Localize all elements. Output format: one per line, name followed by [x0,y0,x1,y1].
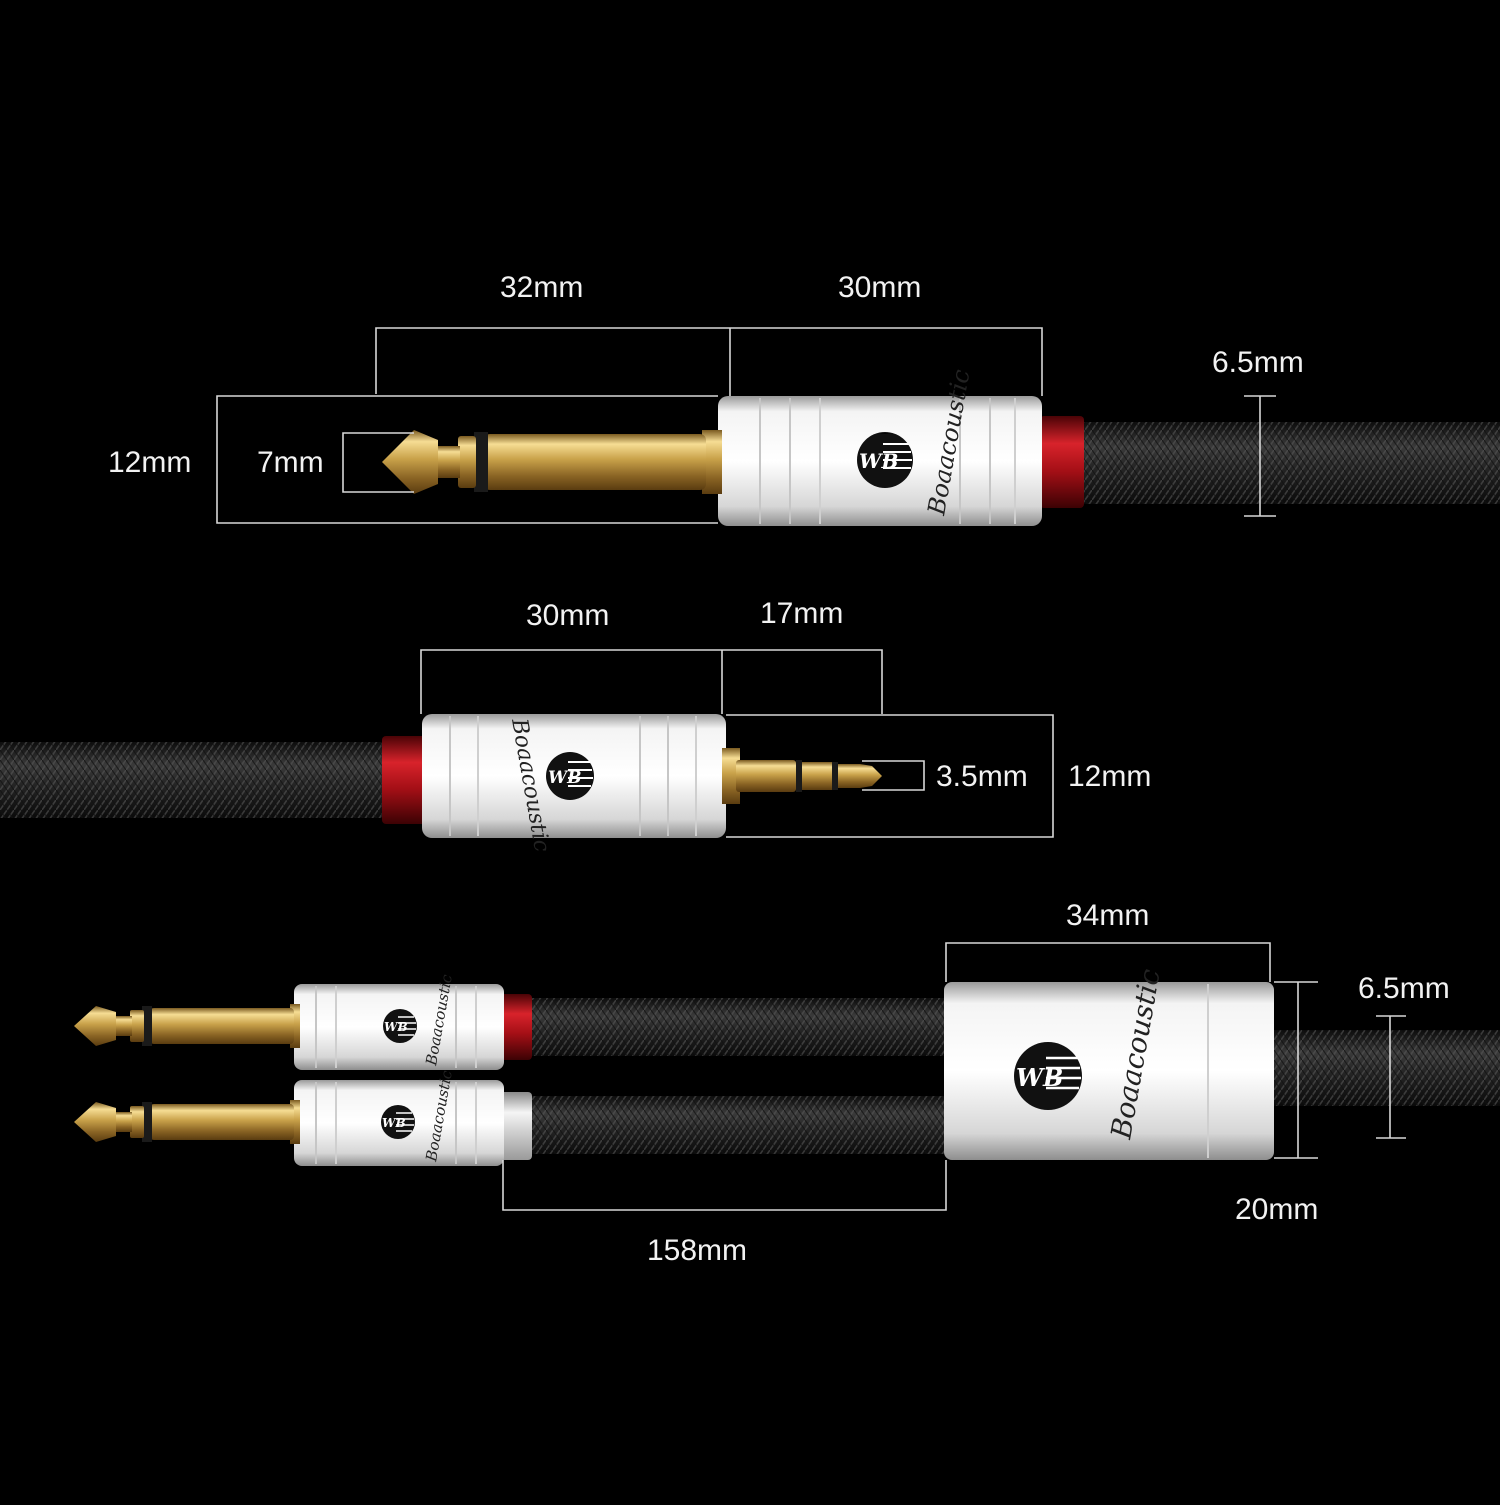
dimension-lines [216,327,1406,1211]
dim-row3-top-bracket [945,942,1271,982]
row2-length-label: 17mm [760,597,844,630]
dim-row1-tip-bracket [342,432,414,493]
row3-body-label: 34mm [1066,899,1150,932]
logo-lettering-row3-upper: WB [384,1020,408,1034]
white-ring-row3 [500,1092,532,1160]
logo-lettering-splitter: WB [1016,1063,1063,1092]
cable-row3-upper [526,998,950,1056]
dim-row2-height-bracket [726,714,1054,838]
logo-lettering-row2: WB [548,768,581,788]
logo-lettering-row3-lower: WB [382,1116,406,1130]
red-ring-row1 [1040,416,1084,508]
gold-plug-row3-upper [74,1004,300,1048]
dim-row3-length-bracket [502,1160,947,1211]
red-ring-row3 [500,994,532,1060]
gold-plug-row2 [722,748,882,804]
row3-height-label: 20mm [1235,1193,1319,1226]
row3-split-length-label: 158mm [647,1234,748,1267]
gold-plug-row1 [382,430,722,494]
dim-row3-cable [1376,1015,1406,1139]
cable-row1 [1080,422,1500,504]
gold-plug-row3-lower [74,1100,300,1144]
logo-badge-splitter: WB [1014,1042,1082,1110]
splitter-body [944,982,1274,1160]
row2-height-label: 12mm [1068,760,1152,793]
logo-badge-row3-upper: WB [383,1009,417,1043]
logo-badge-row2: WB [546,752,594,800]
row1-height-label: 12mm [108,446,192,479]
row1-length-label: 32mm [500,271,584,304]
cable-row3-right [1268,1030,1500,1106]
row1-shell-label: 30mm [838,271,922,304]
dim-row1-height-bracket [216,395,718,524]
logo-badge-row3-lower: WB [381,1105,415,1139]
dim-row1-top-bracket [375,327,1043,396]
row1-tip-label: 7mm [257,446,324,479]
dim-row2-tip-bracket [862,760,925,791]
red-ring-row2 [382,736,426,824]
row3-cable-label: 6.5mm [1358,972,1450,1005]
dim-row1-cable [1244,395,1276,517]
logo-lettering-row1: WB [859,449,898,473]
row2-tip-label: 3.5mm [936,760,1028,793]
row2-shell-label: 30mm [526,599,610,632]
cable-row2 [0,742,390,818]
logo-badge-row1: WB [857,432,913,488]
cable-row3-lower [526,1096,950,1154]
dim-row3-height-bracket [1274,981,1318,1159]
row1-cable-label: 6.5mm [1212,346,1304,379]
dim-row2-top-bracket [420,649,883,714]
